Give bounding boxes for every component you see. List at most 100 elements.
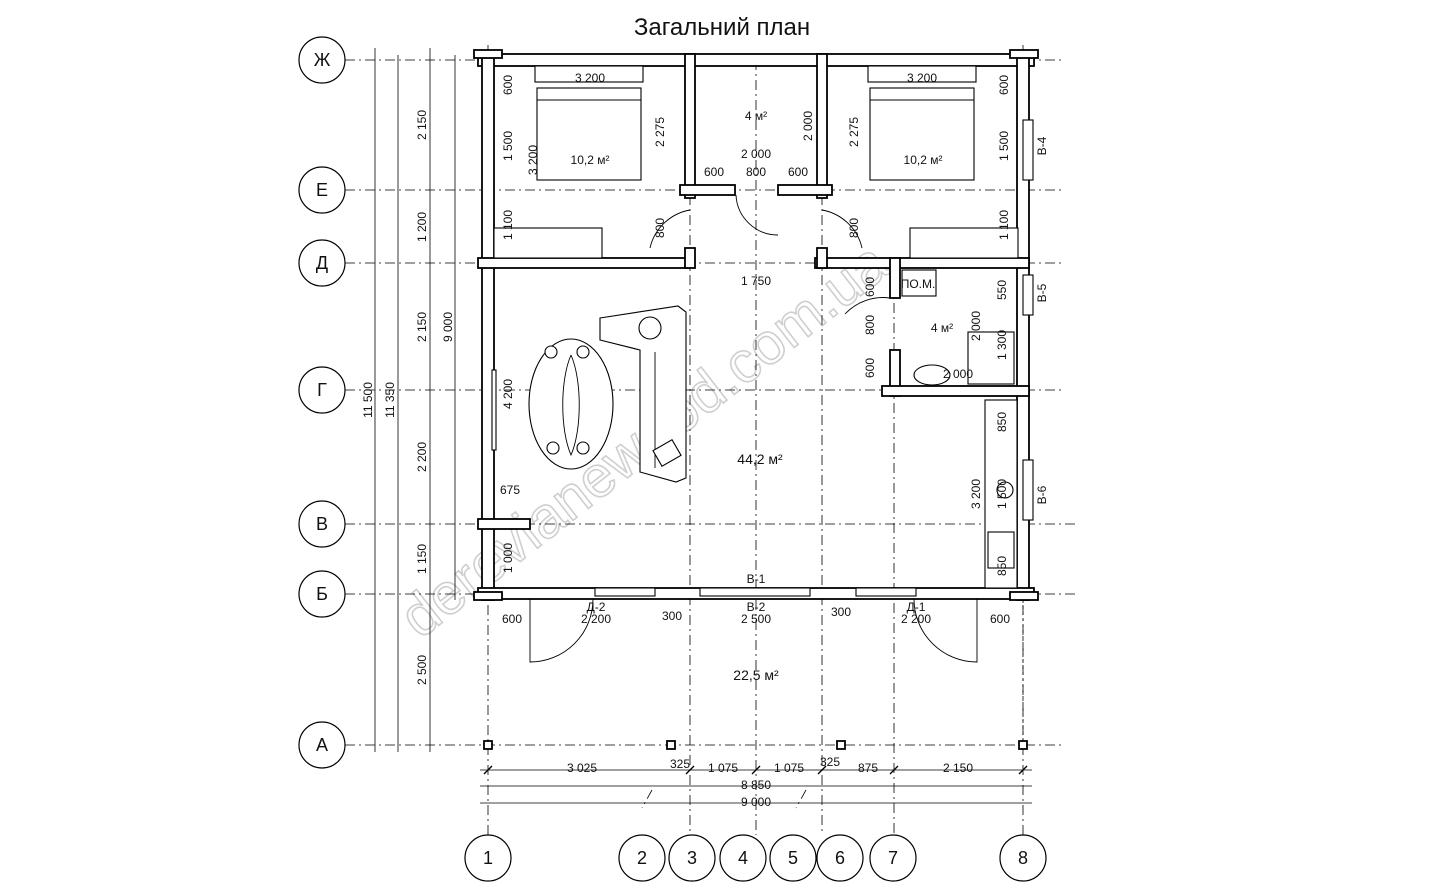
axis-line-5 bbox=[795, 789, 807, 809]
area-bathroom: 4 м² bbox=[931, 321, 953, 335]
dim-600-bath-bottom: 600 bbox=[863, 358, 877, 378]
dim-2000-bath-vertical: 2 000 bbox=[969, 311, 983, 341]
wall-hall-bottom-left bbox=[679, 184, 736, 196]
dim-b-875: 875 bbox=[858, 761, 878, 775]
dim-1500-right: 1 500 bbox=[997, 131, 1011, 161]
axis-bubble-d bbox=[298, 239, 346, 287]
bottom-dimensions bbox=[480, 765, 1032, 804]
axis-label-a: А bbox=[316, 735, 328, 755]
plan-title: Загальний план bbox=[634, 14, 810, 41]
window-front-center bbox=[699, 587, 811, 597]
dim-b-2150: 2 150 bbox=[943, 761, 973, 775]
wardrobe-left bbox=[493, 227, 603, 259]
wall-axis6-top bbox=[816, 53, 828, 199]
axis-bubble-g bbox=[298, 366, 346, 414]
wall-left bbox=[481, 53, 495, 601]
axis-label-b: Б bbox=[316, 584, 328, 604]
mark-v5: В-5 bbox=[1035, 283, 1049, 302]
mark-v1: В-1 bbox=[747, 572, 766, 586]
tick-b3 bbox=[751, 765, 761, 775]
dim-total-11500: 11 500 bbox=[361, 382, 375, 418]
dim-550: 550 bbox=[995, 280, 1009, 300]
axis-bubble-2 bbox=[618, 834, 666, 882]
dim-600-bath-top: 600 bbox=[863, 277, 877, 297]
dim-850-top: 850 bbox=[995, 412, 1009, 432]
mark-d1: Д-1 bbox=[907, 600, 926, 614]
column-a6 bbox=[836, 740, 846, 750]
tick-b2 bbox=[685, 765, 695, 775]
dim-600-tl: 600 bbox=[501, 75, 515, 95]
area-bedroom-right: 10,2 м² bbox=[904, 153, 943, 167]
dim-2275-right: 2 275 bbox=[847, 117, 861, 147]
dim-d-g: 2 150 bbox=[415, 312, 429, 342]
dim-b-a: 2 500 bbox=[415, 655, 429, 685]
inner-dimension-values: 3 200 3 200 600 600 1 500 3 200 2 275 2 … bbox=[500, 71, 1011, 626]
sofa bbox=[599, 305, 687, 483]
windows bbox=[491, 65, 1034, 597]
wall-axis3-top bbox=[684, 53, 696, 199]
dim-1500-kitchen: 1 500 bbox=[995, 479, 1009, 509]
axis-bubbles: Ж Е Д Г В Б А 1 2 3 4 5 6 7 8 bbox=[298, 36, 1047, 882]
door-d2-swing bbox=[529, 598, 594, 663]
axis-label-4: 4 bbox=[738, 848, 748, 868]
left-dimension-values: 2 150 1 200 2 150 2 200 1 150 2 500 9 00… bbox=[361, 110, 455, 685]
window-left-wall bbox=[491, 369, 497, 451]
dim-300-left: 300 bbox=[662, 609, 682, 623]
dim-300-right: 300 bbox=[831, 605, 851, 619]
log-end-tr bbox=[1009, 49, 1039, 59]
boiler bbox=[901, 269, 937, 297]
shower-tray bbox=[967, 331, 1015, 385]
dim-1750: 1 750 bbox=[741, 274, 771, 288]
dim-1000: 1 000 bbox=[501, 543, 515, 573]
dim-total-9000: 9 000 bbox=[441, 312, 455, 342]
log-end-tl bbox=[473, 49, 503, 59]
dining-table bbox=[528, 338, 614, 470]
dim-3200-left: 3 200 bbox=[526, 145, 540, 175]
axis-label-1: 1 bbox=[483, 848, 493, 868]
axis-line-2 bbox=[641, 789, 653, 809]
window-bedroom-right bbox=[867, 65, 977, 83]
kitchen-sink bbox=[996, 481, 1014, 499]
door-d1-swing bbox=[913, 598, 978, 663]
door-bedroom-left-swing bbox=[649, 209, 691, 249]
dim-2000-hall-vertical: 2 000 bbox=[801, 111, 815, 141]
dim-800-door-right: 800 bbox=[847, 218, 861, 238]
axis-label-d: Д bbox=[316, 253, 328, 273]
window-front-right bbox=[855, 587, 917, 597]
bed-left bbox=[536, 87, 642, 181]
dim-2200-right: 2 200 bbox=[901, 612, 931, 626]
wall-axis3-stub bbox=[684, 247, 696, 269]
dim-850-bottom: 850 bbox=[995, 556, 1009, 576]
dim-b-1075-right: 1 075 bbox=[774, 761, 804, 775]
axis-bubble-e bbox=[298, 166, 346, 214]
dim-800-bath: 800 bbox=[863, 315, 877, 335]
column-a3 bbox=[666, 740, 676, 750]
room-areas: 10,2 м² 10,2 м² 4 м² 4 м² 44,2 м² 22,5 м… bbox=[571, 109, 954, 683]
dim-top-3200-left: 3 200 bbox=[575, 71, 605, 85]
dim-675: 675 bbox=[500, 483, 520, 497]
chair-2 bbox=[576, 345, 590, 359]
element-marks: В-1 В-2 В-4 В-5 В-6 Д-1 Д-2 bbox=[587, 136, 1049, 614]
axis-bubble-3 bbox=[668, 834, 716, 882]
tick-b1 bbox=[483, 765, 493, 775]
axis-bubble-1 bbox=[464, 834, 512, 882]
dim-2500: 2 500 bbox=[741, 612, 771, 626]
door-hall-swing bbox=[735, 194, 779, 236]
wall-bath-bottom bbox=[881, 385, 1030, 397]
tick-b4 bbox=[817, 765, 827, 775]
wall-d-right bbox=[814, 257, 1030, 269]
wall-d-left bbox=[477, 257, 691, 269]
wall-bath-left-top bbox=[889, 257, 901, 299]
tick-b6 bbox=[1018, 765, 1028, 775]
axis-label-e: Е bbox=[316, 180, 328, 200]
window-right-v6 bbox=[1022, 459, 1034, 521]
dim-600-br: 600 bbox=[990, 612, 1010, 626]
axis-label-2: 2 bbox=[637, 848, 647, 868]
axis-label-5: 5 bbox=[788, 848, 798, 868]
left-dimensions bbox=[374, 48, 456, 752]
dim-b-9000: 9 000 bbox=[741, 795, 771, 809]
dim-600-hall-right: 600 bbox=[788, 165, 808, 179]
dim-600-tr: 600 bbox=[997, 75, 1011, 95]
dim-b-325-left: 325 bbox=[670, 757, 690, 771]
